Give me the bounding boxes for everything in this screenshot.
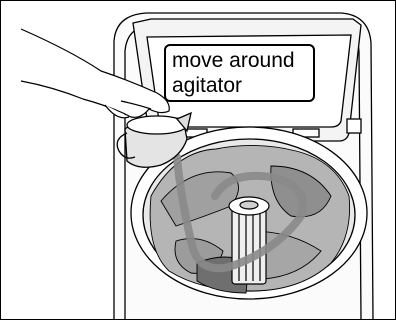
callout-label: move around agitator	[164, 44, 315, 102]
agitator-icon	[229, 197, 269, 284]
callout-line-2: agitator	[172, 73, 313, 98]
callout-line-1: move around	[172, 48, 313, 73]
